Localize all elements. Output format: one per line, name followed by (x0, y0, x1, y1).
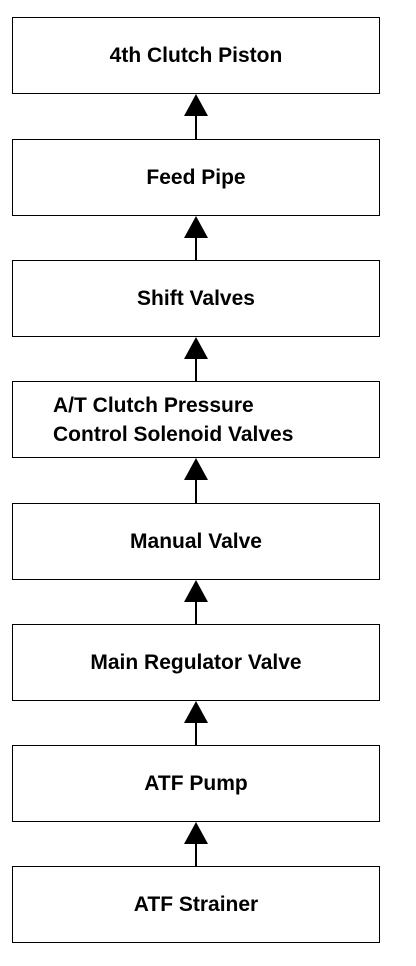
box-manual-valve: Manual Valve (12, 503, 380, 580)
box-label: Manual Valve (130, 530, 262, 553)
arrow-up-icon (184, 701, 208, 746)
box-label: 4th Clutch Piston (109, 44, 283, 67)
box-shift-valves: Shift Valves (12, 260, 380, 337)
box-main-regulator-valve: Main Regulator Valve (12, 624, 380, 701)
box-label: Shift Valves (137, 287, 255, 310)
box-label-line1: A/T Clutch Pressure (53, 393, 254, 417)
arrow-up-icon (184, 458, 208, 503)
box-4th-clutch-piston: 4th Clutch Piston (12, 17, 380, 94)
box-label: Feed Pipe (146, 166, 246, 189)
box-label: Main Regulator Valve (90, 651, 302, 674)
box-label: ATF Strainer (133, 893, 259, 916)
arrow-up-icon (184, 94, 208, 139)
box-label: ATF Pump (144, 772, 248, 795)
arrow-up-icon (184, 216, 208, 261)
arrow-up-icon (184, 822, 208, 867)
arrow-up-icon (184, 337, 208, 382)
box-at-clutch-pressure-control-solenoid-valves: A/T Clutch Pressure Control Solenoid Val… (12, 381, 380, 458)
arrow-up-icon (184, 580, 208, 625)
box-atf-strainer: ATF Strainer (12, 866, 380, 943)
box-label-line2: Control Solenoid Valves (53, 422, 294, 446)
box-feed-pipe: Feed Pipe (12, 139, 380, 216)
box-label-group: A/T Clutch Pressure Control Solenoid Val… (53, 391, 293, 449)
box-atf-pump: ATF Pump (12, 745, 380, 822)
